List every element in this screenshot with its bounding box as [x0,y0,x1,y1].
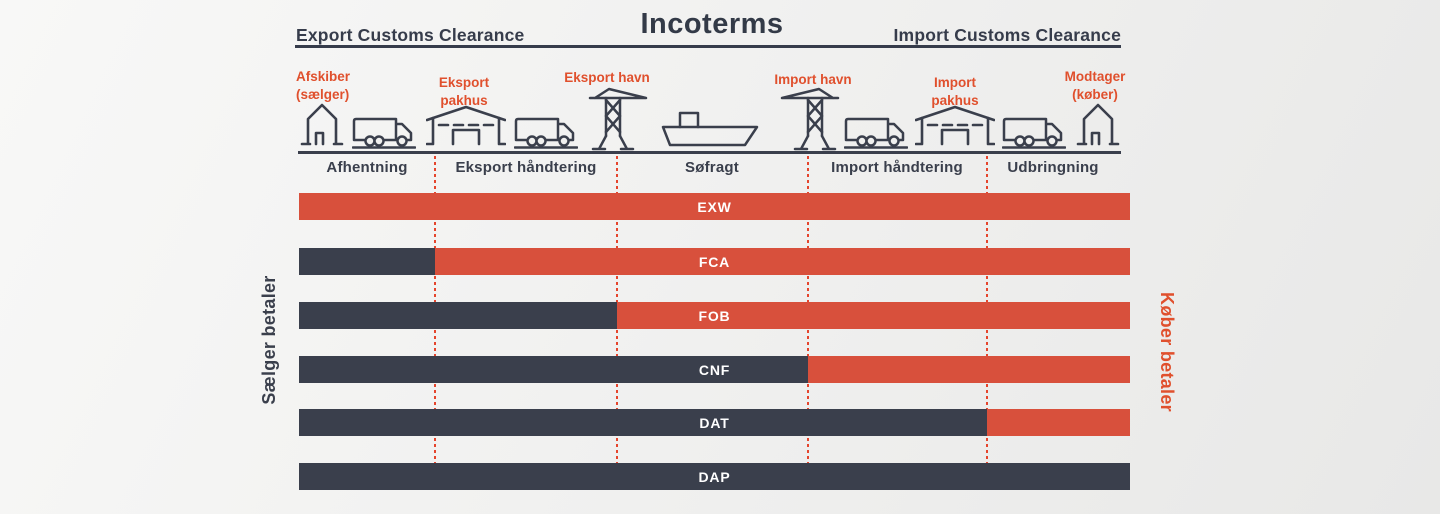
truck-icon [1002,116,1066,149]
incoterm-bar-DAP: DAP [299,463,1130,490]
truck-icon [844,116,908,149]
house-icon [1076,102,1120,147]
location-label-eksport-havn: Eksport havn [564,70,650,85]
seller-segment [299,302,617,329]
seller-segment [299,248,435,275]
ground-line [298,151,1121,154]
location-label-afskiber: Afskiber (sælger) [296,69,351,102]
seller-segment [299,356,808,383]
buyer-pays-label: Køber betaler [1157,292,1177,412]
crane-icon [776,84,842,152]
incoterm-term-label: FCA [698,253,731,270]
incoterm-term-label: DAP [698,468,731,485]
seller-segment [299,409,987,436]
truck-icon [514,116,578,149]
crane-icon [586,84,652,152]
ship-icon [660,110,760,148]
incoterm-term-label: EXW [697,198,732,215]
warehouse-icon [915,105,995,148]
seller-segment [299,463,1130,490]
stage-label-eksport-haandtering: Eksport håndtering [455,159,597,176]
page-title: Incoterms [640,8,784,40]
incoterm-term-label: DAT [699,414,730,431]
location-label-import-pakhus: Import pakhus [931,75,979,108]
import-customs-clearance-label: Import Customs Clearance [893,25,1121,45]
seller-pays-label: Sælger betaler [259,275,279,405]
warehouse-icon [426,105,506,148]
stage-label-import-haandtering: Import håndtering [831,159,963,176]
incoterm-bar-DAT: DAT [299,409,1130,436]
incoterm-bar-FOB: FOB [299,302,1130,329]
location-label-import-havn: Import havn [774,72,852,87]
incoterm-bar-FCA: FCA [299,248,1130,275]
header-underline [295,45,1121,48]
incoterm-term-label: CNF [698,361,731,378]
house-icon [300,102,344,147]
export-customs-clearance-label: Export Customs Clearance [296,25,525,45]
location-label-modtager: Modtager (køber) [1064,69,1126,102]
location-label-eksport-pakhus: Eksport pakhus [438,75,490,108]
stage-label-udbringning: Udbringning [1007,159,1099,176]
stage-label-soefragt: Søfragt [685,159,739,176]
incoterm-bar-CNF: CNF [299,356,1130,383]
truck-icon [352,116,416,149]
stage-label-afhentning: Afhentning [326,159,408,176]
incoterm-bar-EXW: EXW [299,193,1130,220]
incoterm-term-label: FOB [698,307,731,324]
